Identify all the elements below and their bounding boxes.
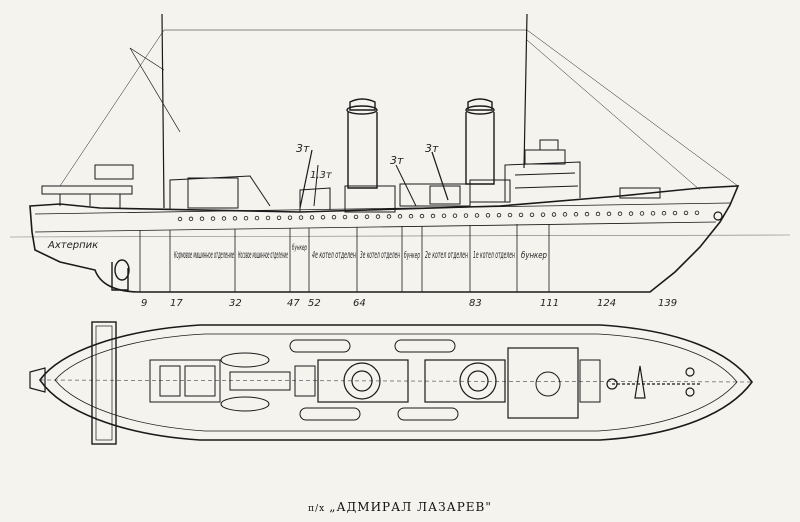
frame-number: 64 [353,298,366,309]
porthole [474,213,480,218]
main-mast [164,13,739,191]
porthole [441,213,447,219]
compartment-boiler-1: 1е котел отделен [473,250,515,261]
frame-number: 32 [229,298,242,309]
engine-block [149,359,316,403]
porthole [254,215,260,221]
porthole [573,212,579,217]
porthole [353,214,359,220]
porthole [694,210,700,215]
porthole [221,216,227,221]
porthole [331,214,337,220]
porthole [683,210,689,216]
porthole [232,216,238,221]
porthole [485,213,491,218]
porthole [287,215,293,220]
porthole [342,214,348,220]
anchor-gear [606,365,700,399]
drawing-caption: п/х„АДМИРАЛ ЛАЗАРЕВ" [0,500,800,514]
compartment-boiler-2: 2е котел отделен [425,250,468,261]
porthole [199,216,205,221]
porthole [650,211,656,216]
compartment-boiler-4: 4е котел отделен [312,250,356,261]
hull-plan [39,324,753,441]
funnel-plan-fore [424,359,506,403]
caption-prefix: п/х [308,504,326,514]
caption-title: „АДМИРАЛ ЛАЗАРЕВ" [329,500,492,514]
compartment-bunker-2: бункер [404,251,420,261]
porthole [529,212,535,217]
porthole [507,212,513,218]
crane-label-1: 3т [296,142,310,155]
compartment-labels: Ахтерпик Кормовое машинное отделение Нос… [47,240,547,261]
porthole [496,212,502,218]
porthole [584,211,590,217]
funnel-aft [346,98,378,189]
porthole [408,214,414,219]
porthole [188,216,194,222]
porthole [672,210,678,216]
frame-number: 52 [308,298,321,309]
crane-label-4: 3т [425,142,439,155]
compartment-bunker-1: бункер [292,243,307,252]
frame-numbers: 9 17 32 47 52 64 83 111 124 139 [141,298,677,309]
frame-number: 9 [141,298,147,309]
porthole [518,212,524,218]
frame-number: 83 [469,298,482,309]
crane-label-3: 3т [390,154,404,167]
side-elevation [9,13,791,293]
plan-view [29,321,753,445]
porthole [562,212,568,217]
porthole [276,215,282,221]
porthole [628,211,634,216]
porthole [463,213,469,218]
porthole [210,216,216,221]
porthole [540,212,546,217]
frame-number: 124 [597,298,616,309]
compartment-fwd-engine: Носовое машинное отделение [238,250,288,261]
porthole [298,215,304,220]
compartment-afterpeak: Ахтерпик [47,240,98,251]
crane-labels: 3т 1,3т 3т 3т [296,142,439,181]
frame-number: 111 [540,298,559,309]
porthole [265,215,271,221]
compartment-boiler-3: 3е котел отделен [360,250,400,261]
hull-side [29,185,740,293]
compartment-bunker-3: бункер [521,251,547,261]
porthole [177,216,183,222]
porthole [551,212,557,217]
bulkheads [139,224,550,292]
funnel-plan-aft [317,359,409,403]
porthole [309,215,315,220]
porthole [452,213,458,218]
porthole [617,211,623,216]
porthole [639,211,645,216]
compartment-aft-engine: Кормовое машинное отделение [174,250,234,261]
crane-label-2: 1,3т [310,170,333,181]
porthole [386,214,392,219]
porthole [320,215,326,220]
porthole [243,216,249,221]
porthole [419,213,425,219]
frame-number: 17 [170,298,183,309]
porthole [595,211,601,217]
portholes [177,210,700,222]
frame-number: 47 [287,298,300,309]
porthole [364,214,370,219]
frame-number: 139 [658,298,677,309]
porthole [430,213,436,219]
funnel-fore [465,98,495,185]
porthole [375,214,381,219]
porthole [606,211,612,217]
mizzen-mast [59,13,181,209]
porthole [661,210,667,216]
porthole [397,214,403,219]
